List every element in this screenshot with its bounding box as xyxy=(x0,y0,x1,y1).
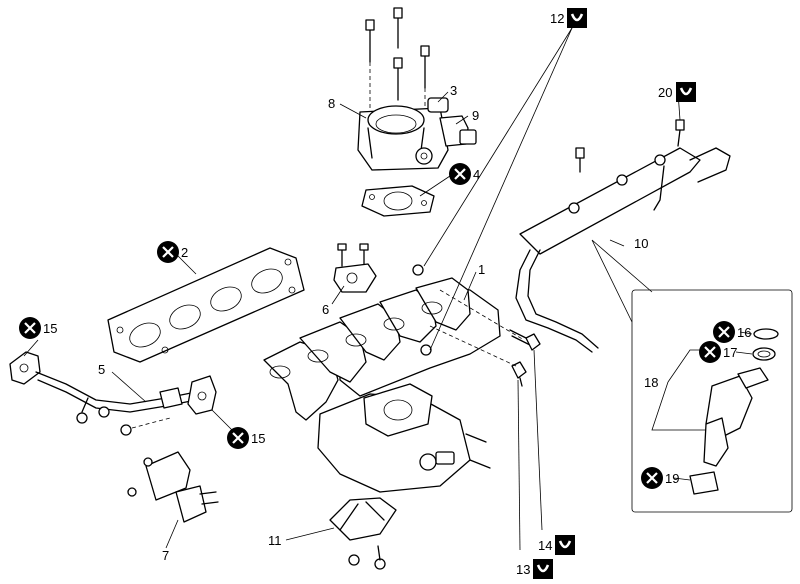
o-ring xyxy=(752,347,776,361)
manifold-bolt xyxy=(511,361,527,387)
rail-bolt xyxy=(575,147,585,173)
callout-9: 9 xyxy=(472,108,479,123)
rail-bolt xyxy=(675,119,685,147)
callout-20: 20 xyxy=(658,85,672,100)
replace-part-x-icon xyxy=(449,163,471,185)
injector-detail-box xyxy=(591,239,793,513)
intake-manifold-gasket xyxy=(107,247,305,363)
fuel-injector xyxy=(703,367,769,467)
callout-8: 8 xyxy=(328,96,335,111)
callout-12: 12 xyxy=(550,11,564,26)
torque-wrench-icon xyxy=(533,559,553,579)
throttle-gasket xyxy=(361,185,435,217)
intake-manifold xyxy=(263,264,533,493)
callout-1: 1 xyxy=(478,262,485,277)
replace-part-x-icon xyxy=(157,241,179,263)
insulator xyxy=(689,471,719,495)
callout-3: 3 xyxy=(450,83,457,98)
leader-lines xyxy=(23,27,753,551)
pipe-bolt xyxy=(120,417,171,436)
throttle-bolt xyxy=(365,19,375,63)
callout-13: 13 xyxy=(516,562,530,577)
manifold-stay xyxy=(329,497,397,570)
o-ring xyxy=(753,328,779,340)
callout-4: 4 xyxy=(473,167,480,182)
callout-14: 14 xyxy=(538,538,552,553)
torque-wrench-icon xyxy=(676,82,696,102)
callout-19: 19 xyxy=(665,471,679,486)
callout-16: 16 xyxy=(737,325,751,340)
throttle-bolt xyxy=(393,7,403,49)
callout-5: 5 xyxy=(98,362,105,377)
manifold-bolt xyxy=(525,333,541,351)
sensor-bracket xyxy=(127,451,219,523)
callout-7: 7 xyxy=(162,548,169,563)
throttle-bolt xyxy=(420,45,430,89)
torque-wrench-icon xyxy=(567,8,587,28)
pipe-bolt xyxy=(76,397,89,424)
pipe-bolt xyxy=(98,406,110,418)
replace-part-x-icon xyxy=(713,321,735,343)
callout-labels: 1 2 3 4 5 6 7 8 9 10 11 12 13 14 15 15 1… xyxy=(43,11,751,577)
fuel-delivery-pipe xyxy=(515,119,731,353)
throttle-body xyxy=(357,7,477,171)
callout-10: 10 xyxy=(634,236,648,251)
throttle-bolt xyxy=(393,57,403,101)
callout-11: 11 xyxy=(268,533,282,548)
replace-part-x-icon xyxy=(19,317,41,339)
replace-part-x-icon xyxy=(641,467,663,489)
water-bypass-pipe xyxy=(9,351,217,436)
callout-17: 17 xyxy=(723,345,737,360)
callout-15: 15 xyxy=(43,321,57,336)
callout-18: 18 xyxy=(644,375,658,390)
callout-2: 2 xyxy=(181,245,188,260)
callout-6: 6 xyxy=(322,302,329,317)
torque-wrench-icon xyxy=(555,535,575,555)
callout-15: 15 xyxy=(251,431,265,446)
vsv-bracket xyxy=(333,243,377,293)
replace-part-x-icon xyxy=(699,341,721,363)
replace-part-x-icon xyxy=(227,427,249,449)
